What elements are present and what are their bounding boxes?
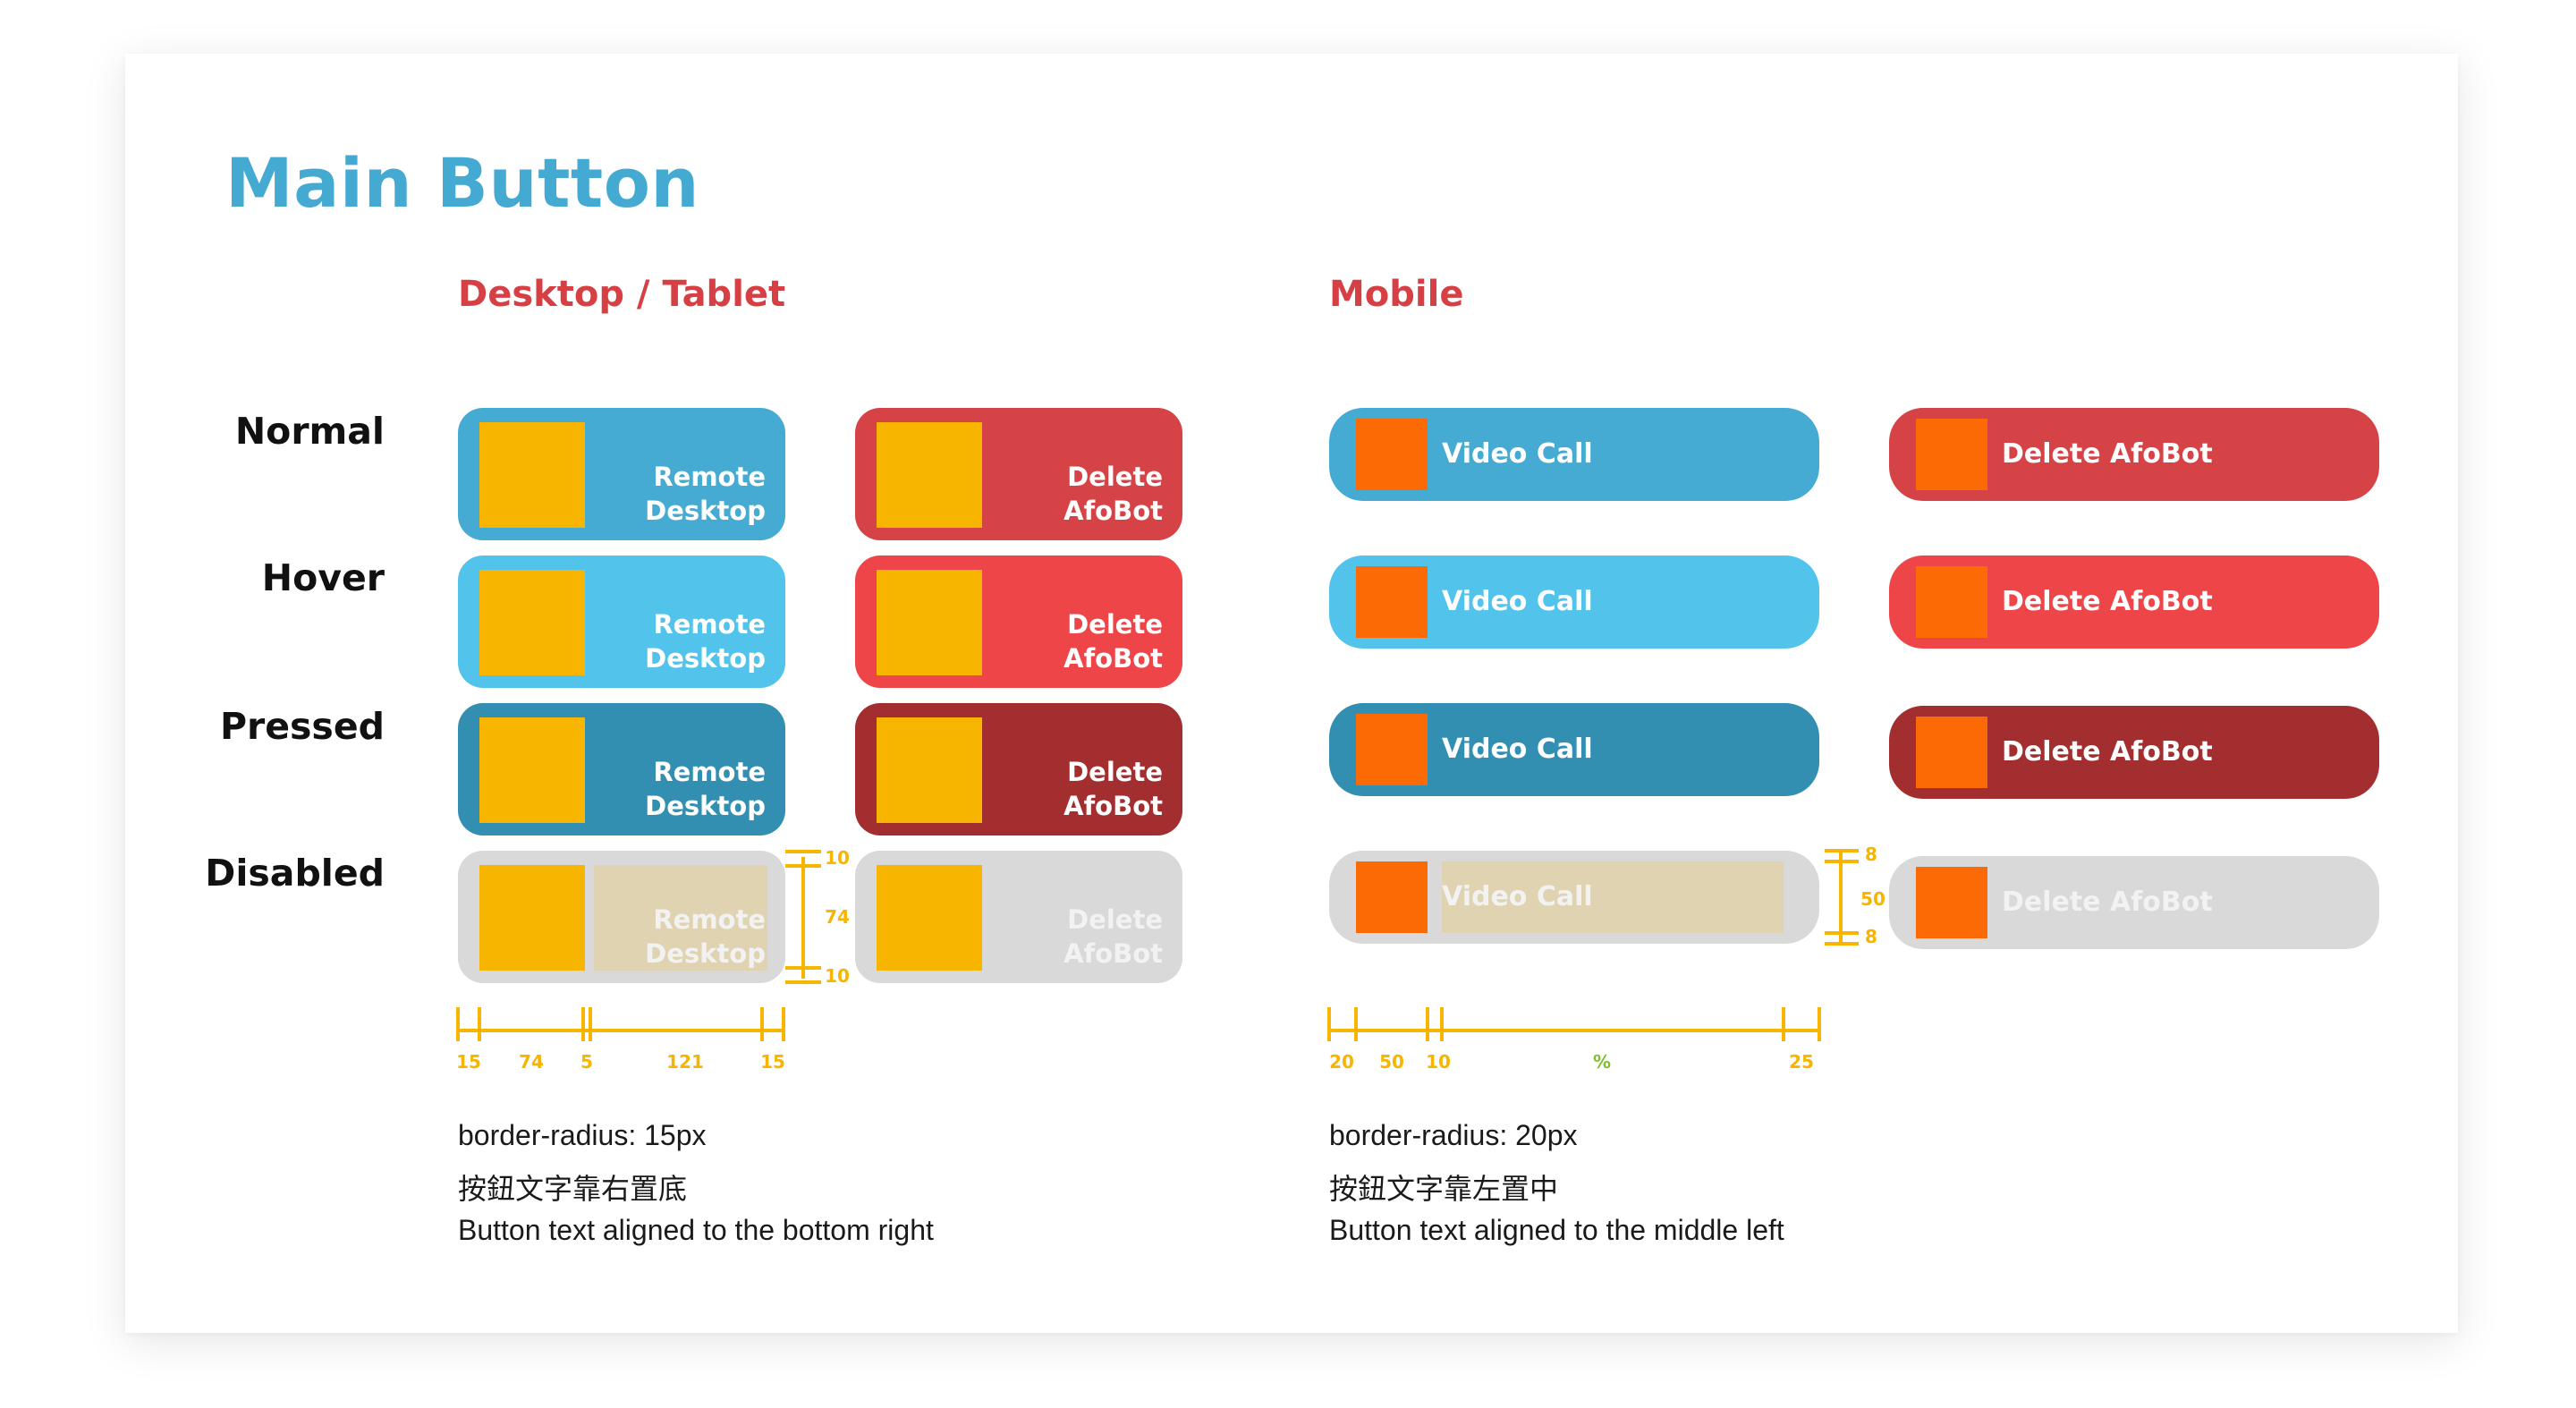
video-call-button-hover[interactable]: Video Call: [1329, 556, 1819, 649]
dim-mobile-gap: 10: [1426, 1051, 1451, 1073]
button-label: Delete AfoBot: [1063, 904, 1163, 969]
dim-desktop-icon-height: 74: [825, 906, 850, 928]
mobile-delete-afobot-button-pressed[interactable]: Delete AfoBot: [1889, 706, 2379, 799]
dim-mobile-right-padding: 25: [1789, 1051, 1814, 1073]
button-label: Delete AfoBot: [2002, 586, 2213, 617]
spec-card: [125, 54, 2458, 1333]
video-call-button-pressed[interactable]: Video Call: [1329, 703, 1819, 796]
state-label-hover: Hover: [261, 556, 385, 599]
text-area-guide: [1442, 861, 1784, 933]
dim-desktop-right-padding: 15: [760, 1051, 785, 1073]
placeholder-icon: [479, 422, 585, 528]
desktop-align-note-en: Button text aligned to the bottom right: [458, 1214, 934, 1246]
placeholder-icon: [1356, 861, 1428, 933]
placeholder-icon: [1356, 419, 1428, 490]
button-label: Remote Desktop: [645, 462, 766, 526]
placeholder-icon: [877, 422, 982, 528]
dim-mobile-icon-width: 50: [1379, 1051, 1404, 1073]
button-label: Delete AfoBot: [1063, 757, 1163, 821]
placeholder-icon: [1916, 867, 1987, 938]
desktop-align-note-zh: 按鈕文字靠右置底: [458, 1173, 688, 1205]
delete-afobot-button-normal[interactable]: Delete AfoBot: [855, 408, 1182, 540]
delete-afobot-button-pressed[interactable]: Delete AfoBot: [855, 703, 1182, 835]
state-label-pressed: Pressed: [219, 705, 385, 748]
dim-desktop-bottom-padding: 10: [825, 965, 850, 987]
dim-mobile-top-padding: 8: [1865, 844, 1877, 865]
button-label: Delete AfoBot: [1063, 462, 1163, 526]
dim-mobile-left-padding: 20: [1329, 1051, 1354, 1073]
button-label: Remote Desktop: [645, 609, 766, 674]
mobile-align-note-zh: 按鈕文字靠左置中: [1329, 1173, 1559, 1205]
button-label: Delete AfoBot: [2002, 438, 2213, 470]
video-call-button-disabled: Video Call: [1329, 851, 1819, 944]
placeholder-icon: [479, 865, 585, 971]
mobile-delete-afobot-button-hover[interactable]: Delete AfoBot: [1889, 556, 2379, 649]
text-area-guide: [594, 865, 767, 971]
button-label: Remote Desktop: [645, 904, 766, 969]
remote-desktop-button-hover[interactable]: Remote Desktop: [458, 556, 785, 688]
dim-mobile-text-width: %: [1593, 1051, 1611, 1073]
placeholder-icon: [1916, 717, 1987, 788]
dim-desktop-top-padding: 10: [825, 847, 850, 869]
placeholder-icon: [1916, 419, 1987, 490]
placeholder-icon: [877, 717, 982, 823]
button-label: Delete AfoBot: [2002, 736, 2213, 768]
dim-mobile-bottom-padding: 8: [1865, 926, 1877, 947]
dim-desktop-left-padding: 15: [456, 1051, 481, 1073]
dim-desktop-gap: 5: [580, 1051, 593, 1073]
placeholder-icon: [877, 865, 982, 971]
mobile-align-note-en: Button text aligned to the middle left: [1329, 1214, 1784, 1246]
remote-desktop-button-disabled: Remote Desktop: [458, 851, 785, 983]
button-label: Video Call: [1442, 881, 1593, 912]
state-label-normal: Normal: [234, 410, 385, 453]
placeholder-icon: [877, 570, 982, 675]
button-label: Video Call: [1442, 586, 1593, 617]
page-title: Main Button: [225, 143, 700, 223]
dim-mobile-icon-height: 50: [1860, 888, 1885, 910]
button-label: Delete AfoBot: [2002, 886, 2213, 918]
button-label: Video Call: [1442, 734, 1593, 765]
button-label: Video Call: [1442, 438, 1593, 470]
button-label: Delete AfoBot: [1063, 609, 1163, 674]
dim-desktop-icon-width: 74: [519, 1051, 544, 1073]
placeholder-icon: [479, 570, 585, 675]
button-label: Remote Desktop: [645, 757, 766, 821]
mobile-heading: Mobile: [1329, 274, 1464, 315]
mobile-delete-afobot-button-normal[interactable]: Delete AfoBot: [1889, 408, 2379, 501]
desktop-radius-note: border-radius: 15px: [458, 1119, 707, 1151]
delete-afobot-button-disabled: Delete AfoBot: [855, 851, 1182, 983]
desktop-tablet-heading: Desktop / Tablet: [458, 274, 786, 315]
delete-afobot-button-hover[interactable]: Delete AfoBot: [855, 556, 1182, 688]
dim-desktop-text-width: 121: [666, 1051, 704, 1073]
remote-desktop-button-normal[interactable]: Remote Desktop: [458, 408, 785, 540]
video-call-button-normal[interactable]: Video Call: [1329, 408, 1819, 501]
placeholder-icon: [1916, 566, 1987, 638]
state-label-disabled: Disabled: [205, 852, 385, 895]
placeholder-icon: [1356, 566, 1428, 638]
placeholder-icon: [479, 717, 585, 823]
remote-desktop-button-pressed[interactable]: Remote Desktop: [458, 703, 785, 835]
mobile-delete-afobot-button-disabled: Delete AfoBot: [1889, 856, 2379, 949]
placeholder-icon: [1356, 714, 1428, 785]
mobile-radius-note: border-radius: 20px: [1329, 1119, 1578, 1151]
